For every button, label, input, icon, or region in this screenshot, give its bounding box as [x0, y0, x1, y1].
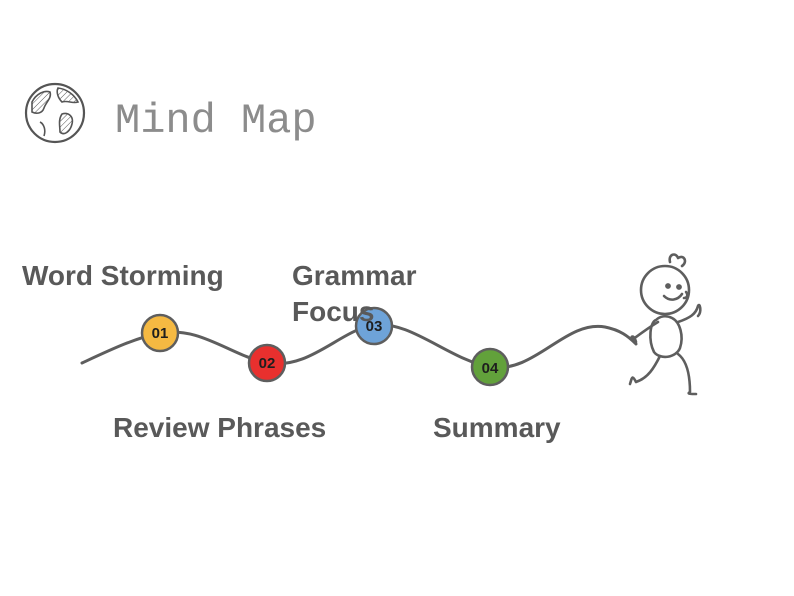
step-node-01-circle	[140, 313, 180, 353]
step-label-02: Review Phrases	[113, 412, 327, 443]
step-node-03-circle	[354, 306, 394, 346]
step-node-04-number: 04	[482, 360, 499, 377]
step-label-03: Grammar Focus	[292, 260, 417, 327]
step-node-02-number: 02	[259, 355, 276, 372]
step-node-04-circle	[470, 347, 510, 387]
step-label-01: Word Storming	[22, 260, 224, 291]
running-stick-figure-icon	[628, 253, 702, 396]
step-node-01[interactable]: 01	[140, 313, 180, 353]
page-title: Mind Map	[115, 97, 317, 145]
step-node-04[interactable]: 04	[470, 347, 510, 387]
step-label-04: Summary	[433, 412, 561, 443]
step-node-02[interactable]: 02	[247, 343, 287, 383]
step-node-03-number: 03	[366, 318, 383, 335]
step-node-02-circle	[247, 343, 287, 383]
globe-icon	[24, 82, 86, 144]
step-node-01-number: 01	[152, 325, 169, 342]
step-node-03[interactable]: 03	[354, 306, 394, 346]
